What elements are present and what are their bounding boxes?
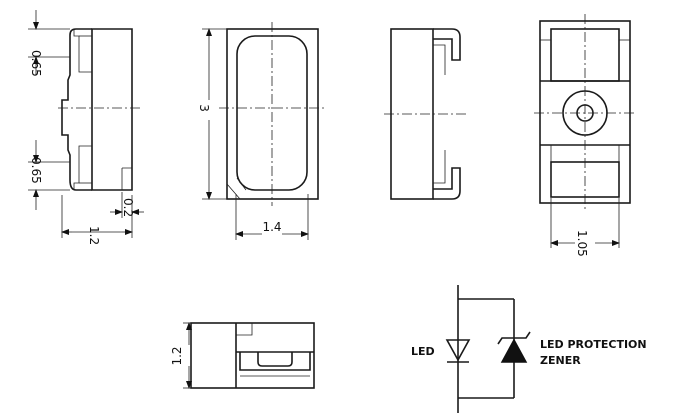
dim-side-top-pad: 0.65: [29, 50, 43, 77]
zener-label-line1: LED PROTECTION: [540, 338, 647, 351]
dim-side-bottom-pad: 0.65: [29, 157, 43, 184]
dim-side-width: 1.2: [87, 226, 101, 245]
side-view: [28, 10, 144, 238]
dim-front-width: 1.4: [262, 220, 281, 234]
dim-bottom-height: 1.2: [170, 346, 184, 365]
led-diode-symbol: [445, 339, 471, 363]
dim-front-height: 3: [197, 104, 211, 112]
led-label: LED: [411, 345, 435, 358]
zener-diode-symbol: [497, 331, 531, 363]
bottom-view: [183, 322, 315, 389]
dim-back-width: 1.05: [575, 230, 589, 257]
schematic: [445, 285, 531, 413]
front-view: [202, 22, 326, 240]
zener-label-line2: ZENER: [540, 354, 581, 367]
back-view: [534, 14, 636, 248]
dim-side-small: 0.2: [121, 198, 135, 217]
side-view-right: [384, 28, 468, 200]
